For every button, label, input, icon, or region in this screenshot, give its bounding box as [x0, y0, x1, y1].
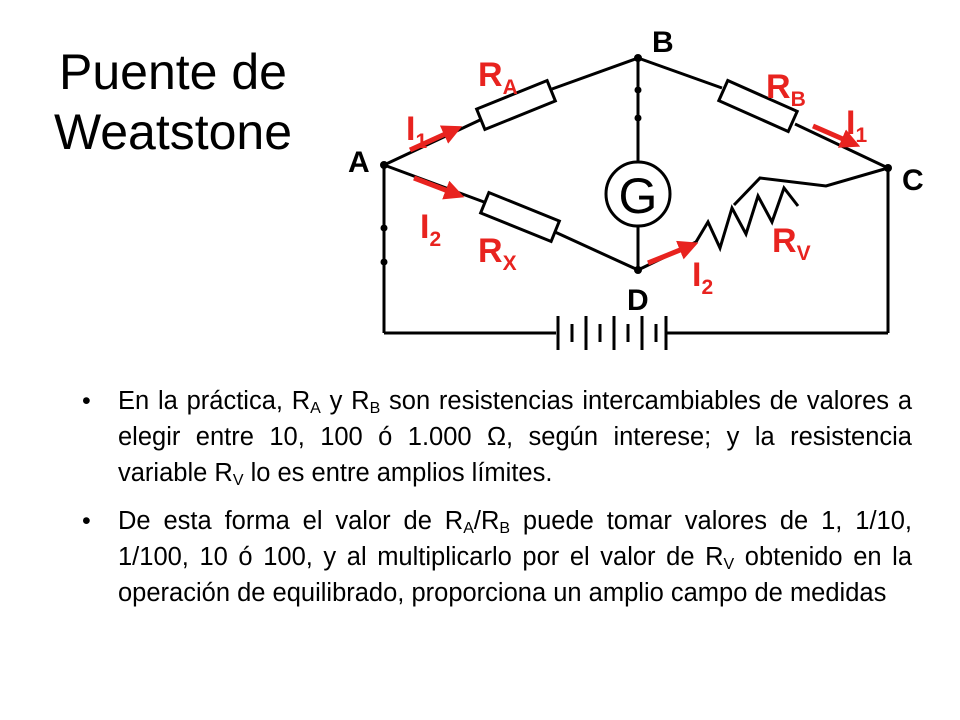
node-a-dot [380, 161, 388, 169]
wire-ra-b [551, 56, 639, 91]
label-rb: RB [766, 68, 806, 111]
arrow-i2-left [413, 175, 465, 200]
node-dots [380, 54, 892, 274]
label-i2-right: I2 [692, 256, 713, 299]
switch-dots [380, 86, 642, 266]
label-i2-left: I2 [420, 208, 441, 251]
galvanometer-circle [604, 160, 672, 228]
label-i1-right: I1 [846, 104, 867, 147]
node-b-dot [634, 54, 642, 62]
galvanometer-label: G [619, 168, 658, 224]
node-d-dot [634, 266, 642, 274]
label-rv: RV [772, 222, 811, 265]
node-d-label: D [627, 284, 649, 317]
galvanometer: G [604, 160, 672, 228]
bullet-list: • En la práctica, RA y RB son resistenci… [82, 383, 912, 623]
battery [556, 316, 668, 350]
title-line-1: Puente de [59, 44, 287, 100]
resistor-boxes [474, 78, 800, 244]
title-line-2: Weatstone [53, 104, 293, 160]
label-i1-left: I1 [406, 110, 427, 153]
resistor-ra-box [474, 78, 558, 132]
wheatstone-bridge-diagram: G A B C D RA RB RX RV I1 I1 I2 I2 [348, 26, 924, 350]
arrow-i1-left [408, 125, 463, 153]
node-b-label: B [652, 26, 674, 59]
arrow-i2-right [647, 240, 699, 266]
bullet-item-1: • En la práctica, RA y RB son resistenci… [82, 383, 912, 491]
wire-b-rb [637, 56, 723, 90]
wire-rb-c [794, 122, 889, 170]
label-rx: RX [478, 232, 517, 275]
rv-zigzag [694, 184, 800, 253]
node-a-label: A [348, 146, 370, 179]
arrow-i1-right [812, 123, 861, 148]
current-arrows [408, 123, 861, 266]
node-c-dot [884, 164, 892, 172]
resistor-rb-box [716, 78, 800, 134]
label-ra: RA [478, 56, 518, 99]
node-c-label: C [902, 164, 924, 197]
page-title: Puente de Weatstone [28, 42, 318, 162]
bullet-marker: • [82, 387, 91, 415]
rv-slider-wire [732, 166, 889, 207]
bullet-marker: • [82, 507, 91, 535]
bullet-item-2: • De esta forma el valor de RA/RB puede … [82, 503, 912, 611]
resistor-rx-box [478, 190, 562, 244]
wire-rx-d [554, 230, 639, 272]
